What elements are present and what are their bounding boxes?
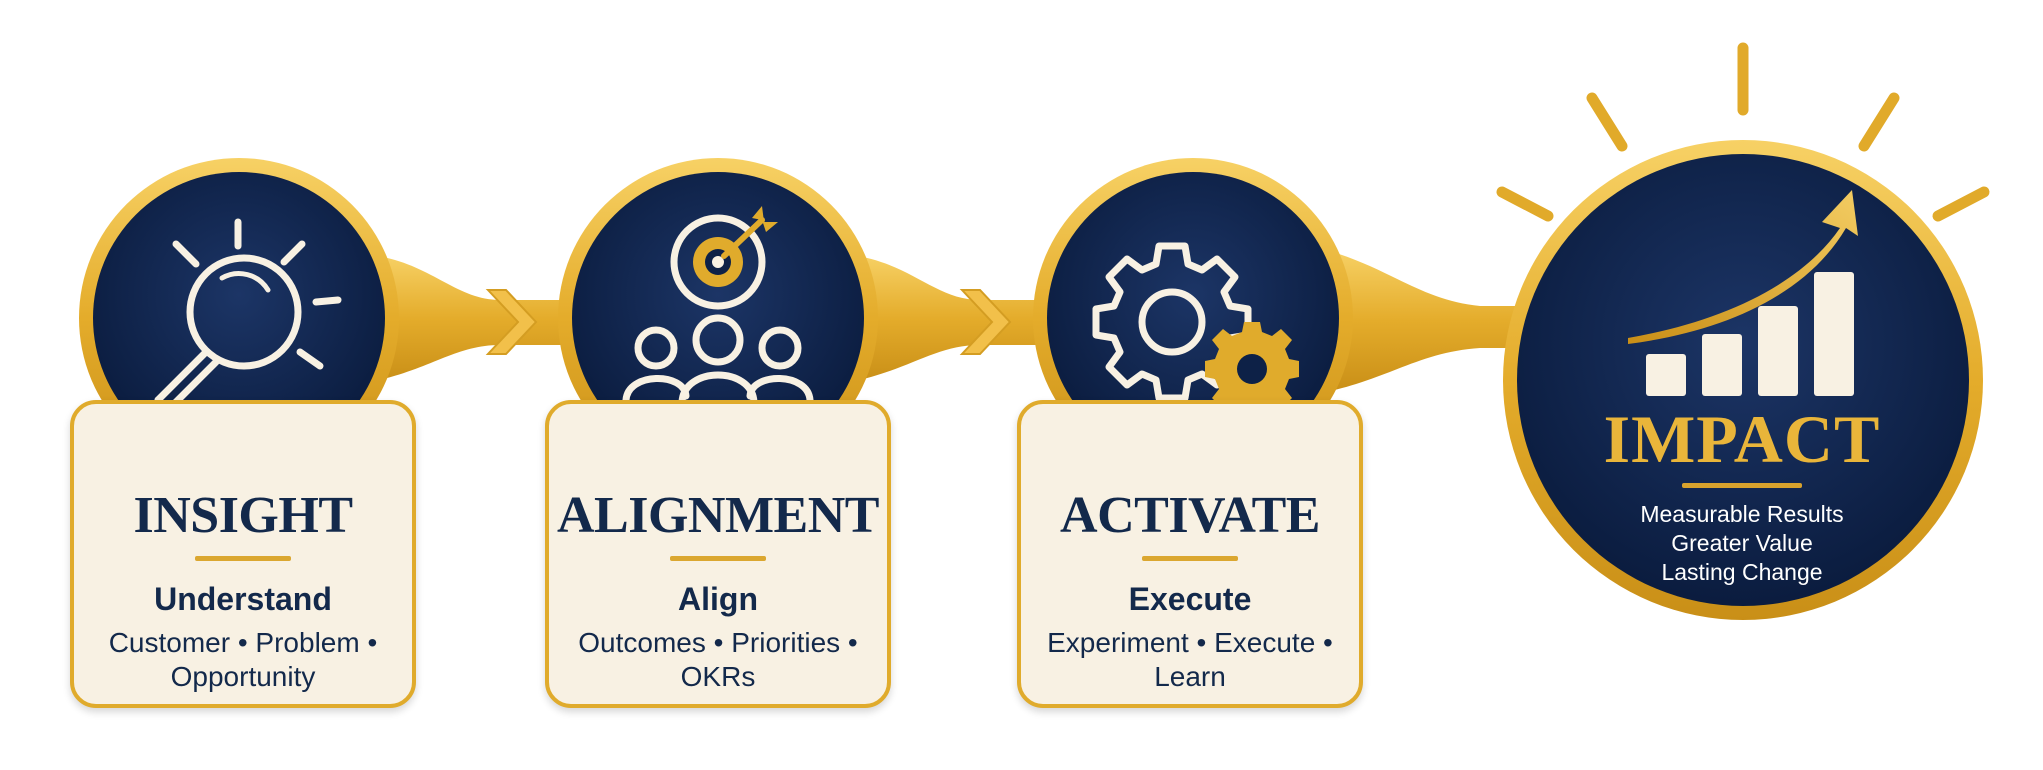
chevron-right-icon [485,289,538,355]
step-details: Experiment • Execute • Learn [1041,626,1339,694]
step-title: INSIGHT [133,487,353,544]
step-subtitle: Execute [1128,581,1252,617]
step-title: ALIGNMENT [557,487,879,544]
impact-line: Measurable Results [1640,501,1844,527]
step-subtitle: Align [678,581,758,617]
step-title: ACTIVATE [1060,487,1320,544]
impact-divider [1682,483,1802,488]
divider [1142,556,1238,561]
growth-chart-icon [1628,190,1858,396]
impact-circle [1503,140,1983,620]
impact-line: Lasting Change [1661,559,1823,585]
divider [195,556,291,561]
details-line: Experiment • Execute • [1047,627,1333,658]
divider [670,556,766,561]
connector-2 [850,255,1070,382]
card-insight: INSIGHT Understand Customer • Problem • … [70,400,416,708]
details-line: Learn [1154,661,1226,692]
details-line: OKRs [680,661,756,692]
details-line: Customer • Problem • [108,627,378,658]
target-team-icon [622,206,814,406]
details-line: Opportunity [170,661,316,692]
card-alignment: ALIGNMENT Align Outcomes • Priorities • … [545,400,891,708]
step-details: Customer • Problem • Opportunity [94,626,392,694]
impact-line: Greater Value [1671,530,1813,556]
gears-icon [1092,242,1299,416]
step-details: Outcomes • Priorities • OKRs [569,626,867,694]
connector-1 [370,255,590,382]
card-activate: ACTIVATE Execute Experiment • Execute • … [1017,400,1363,708]
details-line: Outcomes • Priorities • [578,627,858,658]
sun-rays [1496,42,1990,222]
connector-3 [1326,250,1560,392]
chevron-right-icon [959,289,1012,355]
impact-title: IMPACT [1603,401,1881,477]
impact-outcomes: Measurable Results Greater Value Lasting… [1560,500,1924,587]
step-subtitle: Understand [154,581,332,617]
